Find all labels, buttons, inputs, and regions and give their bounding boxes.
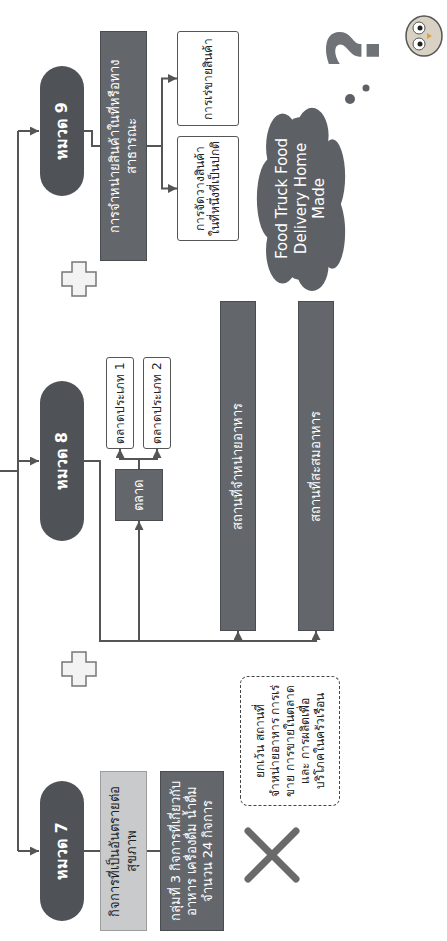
node-text: ตลาด: [131, 480, 147, 511]
category-pill: หมวด 9: [40, 66, 84, 196]
connector: [139, 449, 157, 469]
connector: [84, 461, 238, 641]
exception-note: ยกเว้น สถานที่จำหน่ายอาหาร การเร่ขาย การ…: [240, 676, 340, 806]
trunk-line: [0, 131, 39, 851]
connector: [147, 850, 160, 852]
node-text: กิจการที่เป็นอันตรายต่อสุขภาพ: [107, 778, 140, 924]
node-text: สถานที่สะสมอาหาร: [308, 411, 324, 522]
sub-box: การเร่ขายสินค้า: [177, 31, 239, 126]
node-text: การจัดวางสินค้าในที่หนึ่งที่เป็นปกติ: [193, 141, 223, 236]
node-text: หมวด 8: [52, 432, 72, 490]
connector: [147, 146, 177, 189]
process-box: สถานที่สะสมอาหาร: [298, 301, 334, 631]
connector: [84, 850, 100, 852]
thought-bubble: Food Truck Food Delivery Home Made: [255, 106, 347, 291]
process-box: การจำหน่ายสินค้าในที่หรือทางสาธารณะ: [100, 31, 147, 261]
node-text: Food Truck Food Delivery Home Made: [273, 138, 329, 260]
node-text: การจำหน่ายสินค้าในที่หรือทางสาธารณะ: [107, 38, 140, 254]
category-box: กิจการที่เป็นอันตรายต่อสุขภาพ: [100, 771, 147, 931]
connector: [120, 449, 139, 469]
node-text: ตลาดประเภท 1: [113, 362, 128, 443]
sub-box: ตลาดประเภท 1: [106, 357, 134, 449]
connector: [147, 79, 177, 147]
node-text: หมวด 9: [52, 102, 72, 160]
sub-box: ตลาดประเภท 2: [143, 357, 171, 449]
process-box: สถานที่จำหน่ายอาหาร: [220, 301, 256, 631]
node-text: หมวด 7: [52, 822, 72, 880]
thought-dots: [345, 85, 370, 105]
node-text: ตลาดประเภท 2: [150, 362, 165, 443]
node-text: การเร่ขายสินค้า: [201, 38, 216, 120]
question-mark: ?: [318, 13, 392, 83]
category-pill: หมวด 8: [40, 381, 84, 541]
node-text: กลุ่มที่ 3 กิจการที่เกี่ยวกับอาหาร เครื่…: [168, 778, 217, 924]
owl-mascot: [406, 16, 442, 56]
cross-mark: [248, 831, 296, 879]
process-box: ตลาด: [115, 469, 163, 521]
node-text: ยกเว้น สถานที่จำหน่ายอาหาร การเร่ขาย การ…: [253, 683, 328, 799]
group-box: กลุ่มที่ 3 กิจการที่เกี่ยวกับอาหาร เครื่…: [160, 771, 224, 931]
node-text: สถานที่จำหน่ายอาหาร: [230, 403, 246, 530]
connector: [84, 131, 100, 146]
sub-box: การจัดวางสินค้าในที่หนึ่งที่เป็นปกติ: [177, 136, 239, 241]
connector: [84, 461, 316, 641]
category-pill: หมวด 7: [40, 781, 84, 921]
